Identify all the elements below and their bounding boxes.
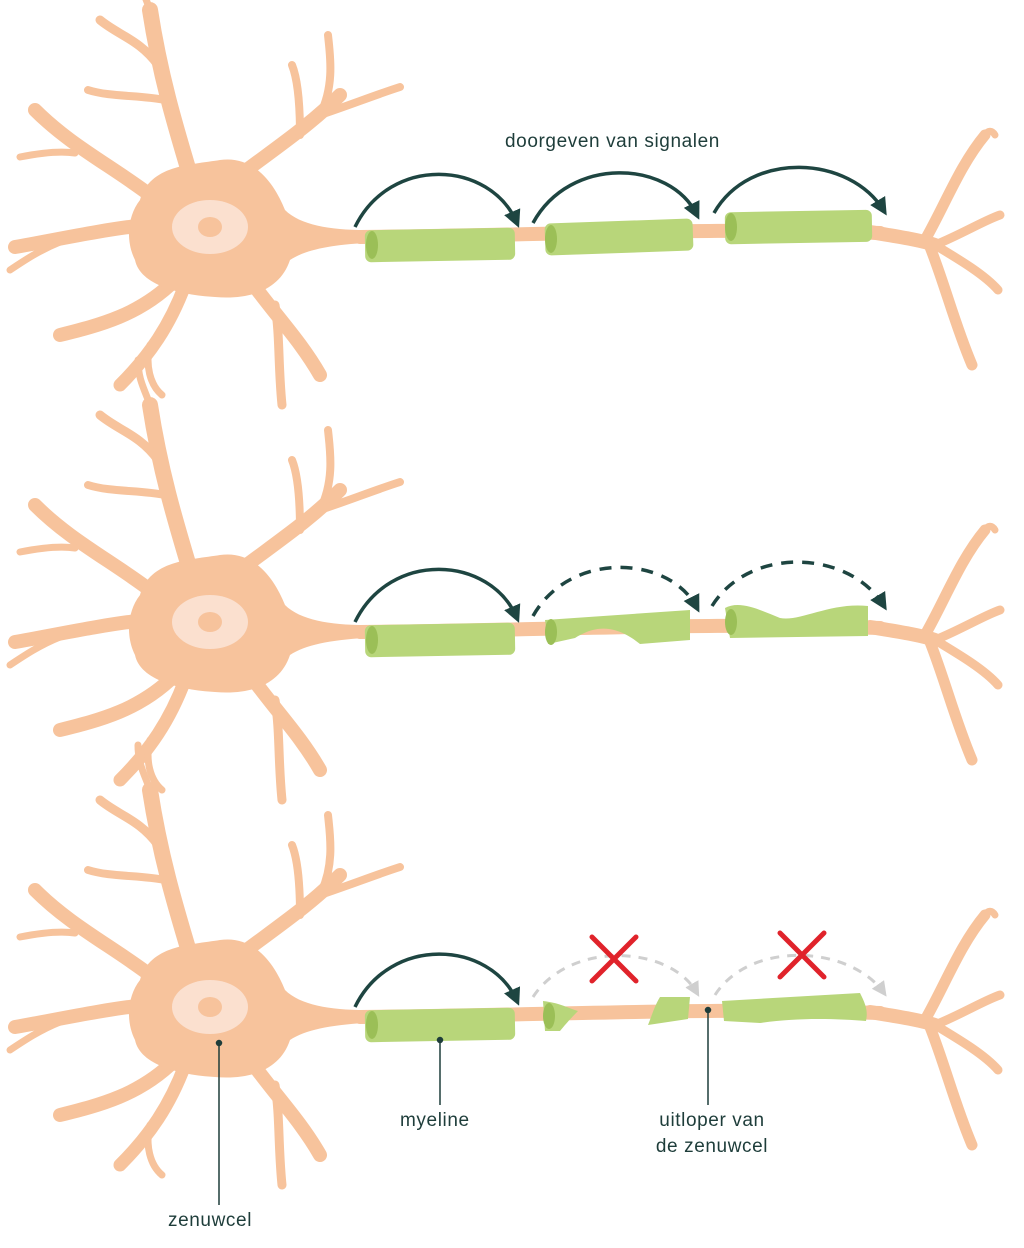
myelin-sheath-thinning	[725, 605, 868, 638]
axon-label: uitloper van de zenuwcel	[642, 1108, 782, 1160]
myelin-sheath	[364, 227, 516, 263]
myelin-sheath	[364, 622, 516, 658]
axon-label-line1: uitloper van	[659, 1110, 765, 1131]
myelin-sheath-thinning	[545, 610, 690, 644]
myelin-fragment	[648, 997, 690, 1025]
myelin-label: myeline	[400, 1110, 470, 1131]
signal-arrow-blocked	[713, 953, 887, 997]
signal-arrow	[353, 567, 521, 623]
neuron-healthy	[10, 0, 1000, 405]
axon-label-line2: de zenuwcel	[655, 1136, 769, 1157]
signal-arrow	[353, 172, 521, 228]
blocked-cross-icon	[777, 930, 827, 980]
myelin-sheath	[544, 218, 694, 256]
myelin-sheath	[724, 209, 873, 245]
signal-arrow	[531, 171, 700, 224]
nerve-cell-label: zenuwcel	[168, 1210, 253, 1231]
signal-arrow	[712, 165, 887, 216]
signal-transmission-label: doorgeven van signalen	[505, 131, 720, 152]
signal-arrow-weak	[531, 565, 700, 617]
signal-arrow-weak	[710, 560, 887, 611]
signal-arrow	[353, 952, 521, 1008]
blocked-cross-icon	[589, 934, 639, 984]
myelin-sheath	[364, 1007, 516, 1043]
neuron-damaged	[10, 360, 1000, 800]
leader-lines	[215, 1006, 712, 1205]
neuron-demyelinated	[10, 745, 1000, 1185]
myelin-fragment	[722, 993, 867, 1023]
signal-arrow-blocked	[531, 954, 700, 998]
